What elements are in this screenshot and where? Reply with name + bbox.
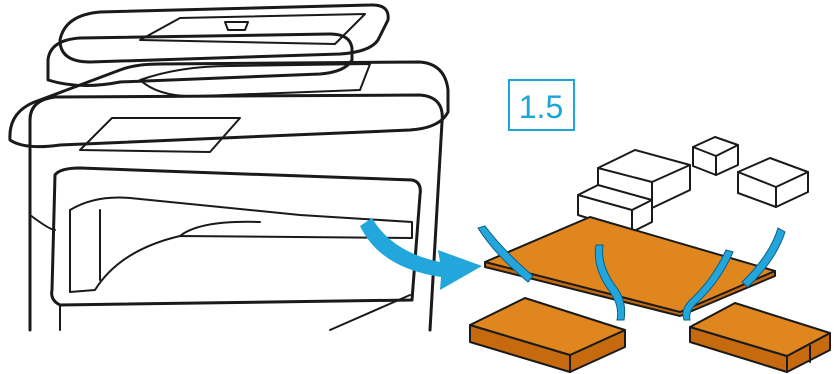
output-tray	[70, 198, 412, 293]
cardboard-box-left	[470, 298, 625, 372]
packing-block-medium	[738, 158, 808, 207]
control-panel-display	[80, 118, 240, 152]
feeder-tray-tab	[225, 22, 248, 30]
body-seam	[30, 215, 55, 230]
feeder-tray	[140, 14, 365, 44]
packing-block-small	[693, 137, 738, 175]
output-tray-lip	[180, 222, 260, 236]
scanner-base	[10, 62, 448, 147]
curved-arrow-icon	[360, 218, 482, 290]
step-badge: 1.5	[509, 80, 574, 130]
cardboard-box-right	[690, 303, 830, 372]
printer	[10, 5, 448, 330]
step-number: 1.5	[519, 89, 563, 125]
